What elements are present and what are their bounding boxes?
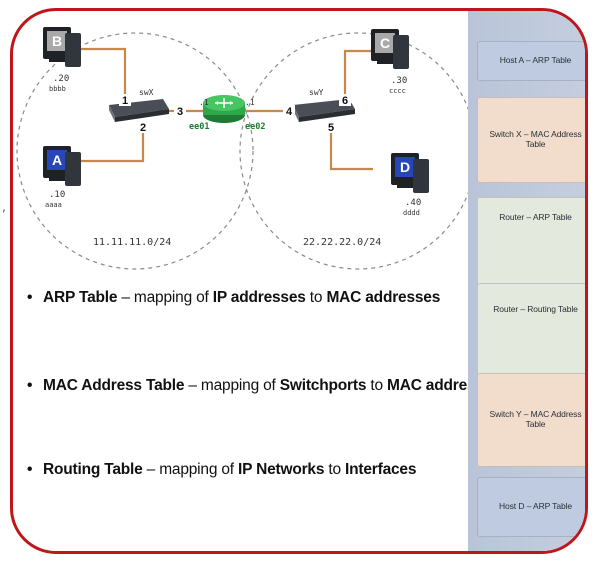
host-c-computer-icon[interactable]: C [371,29,409,69]
host-a-letter: A [52,152,62,168]
router-if1-name: ee01 [189,122,209,132]
subnet-22-label: 22.22.22.0/24 [303,237,381,248]
host-d-ip: .40 [405,198,421,208]
margin-mark: , [2,200,6,214]
host-a-computer-icon[interactable]: A [43,146,81,186]
host-d-computer-icon[interactable]: D [391,153,429,193]
host-a-ip: .10 [49,190,65,200]
table-router-arp[interactable]: Router – ARP Table [477,197,585,293]
swy-port-4: 4 [286,106,293,118]
subnet-11-label: 11.11.11.0/24 [93,237,171,248]
bullet-arp: •ARP Table – mapping of IP addresses to … [27,289,441,306]
router-icon[interactable] [203,95,245,123]
switch-y-label: swY [309,88,324,97]
subnet-22-circle [239,32,477,270]
host-b-letter: B [52,33,62,49]
router-if2-ip: .1 [245,98,255,107]
subnet-11-circle [16,32,254,270]
bullet-routing: •Routing Table – mapping of IP Networks … [27,461,417,478]
host-a-mac: aaaa [45,201,62,209]
table-router-routing[interactable]: Router – Routing Table [477,283,585,389]
swx-port-2: 2 [140,122,146,134]
host-b-computer-icon[interactable]: B [43,27,81,67]
table-switch-x-mac[interactable]: Switch X – MAC Address Table [477,97,585,183]
host-d-letter: D [400,159,410,175]
router-if1-ip: .1 [199,98,209,107]
host-b-mac: bbbb [49,85,66,93]
switch-x-label: swX [139,88,154,97]
swx-port-3: 3 [177,106,183,118]
swx-port-1: 1 [122,95,128,107]
host-c-letter: C [380,35,390,51]
router-if2-name: ee02 [245,122,265,132]
host-d-mac: dddd [403,209,420,217]
bullet-mac: •MAC Address Table – mapping of Switchpo… [27,377,501,394]
swy-port-5: 5 [328,122,334,134]
table-switch-y-mac[interactable]: Switch Y – MAC Address Table [477,373,585,467]
table-host-a-arp[interactable]: Host A – ARP Table [477,41,585,81]
switch-x[interactable] [109,99,169,122]
table-host-d-arp[interactable]: Host D – ARP Table [477,477,585,537]
network-diagram: B A C D 1 2 3 [16,27,477,270]
host-c-mac: cccc [389,87,406,95]
swy-port-6: 6 [342,95,348,107]
host-c-ip: .30 [391,76,407,86]
host-b-ip: .20 [53,74,69,84]
slide-frame: B A C D 1 2 3 [10,8,588,554]
tables-sidebar: Host A – ARP Table Switch X – MAC Addres… [468,11,585,551]
